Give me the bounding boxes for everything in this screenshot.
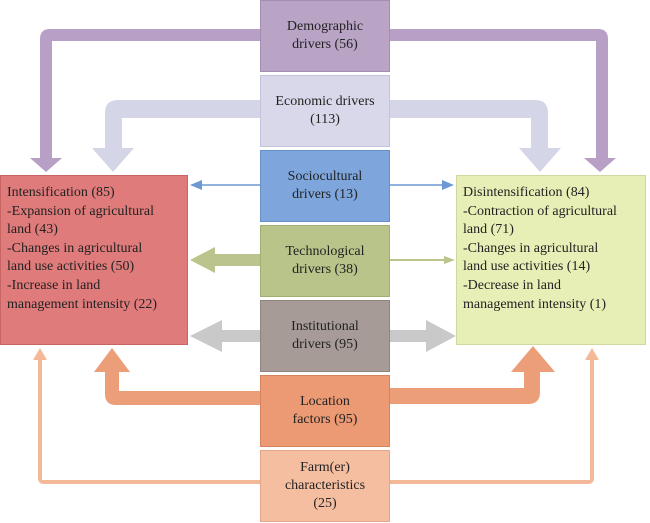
- institutional-drivers-line-2: drivers (95): [292, 337, 358, 352]
- economic-arrows: [92, 100, 561, 172]
- intensification-line-4: -Changes in agricultural: [7, 240, 143, 256]
- institutional-drivers-box: Institutional drivers (95): [260, 300, 390, 372]
- location-to-disintensification-arrow: [390, 346, 555, 404]
- intensification-box: Intensification (85) -Expansion of agric…: [0, 175, 188, 345]
- institutional-arrows: [190, 320, 456, 352]
- economic-to-disintensification-arrow: [390, 100, 561, 172]
- farmer-to-disintensification-arrow: [390, 348, 599, 484]
- farmer-characteristics-line-1: Farm(er): [300, 460, 350, 475]
- disintensification-title: Disintensification (84): [463, 185, 590, 200]
- location-factors-box: Location factors (95): [260, 375, 390, 447]
- demographic-drivers-line-2: drivers (56): [292, 37, 358, 52]
- institutional-to-intensification-arrow: [190, 320, 260, 352]
- technological-drivers-line-2: drivers (38): [292, 262, 358, 277]
- technological-to-disintensification-arrow: [390, 256, 455, 264]
- intensification-line-5: land use activities (50): [7, 259, 135, 275]
- sociocultural-drivers-box: Sociocultural drivers (13): [260, 150, 390, 222]
- demographic-drivers-box: Demographic drivers (56): [260, 0, 390, 72]
- technological-to-intensification-arrow: [190, 247, 260, 273]
- farmer-characteristics-box: Farm(er) characteristics (25): [260, 450, 390, 522]
- disintensification-box: Disintensification (84) -Contraction of …: [456, 175, 646, 345]
- economic-drivers-box: Economic drivers (113): [260, 75, 390, 147]
- economic-drivers-line-1: Economic drivers: [275, 94, 375, 109]
- intensification-title: Intensification (85): [7, 185, 115, 200]
- economic-to-intensification-arrow: [92, 100, 260, 172]
- intensification-line-3: land (43): [7, 222, 58, 238]
- sociocultural-drivers-line-1: Sociocultural: [287, 169, 363, 184]
- disintensification-line-2: -Contraction of agricultural: [463, 203, 617, 219]
- technological-arrows: [190, 247, 455, 273]
- intensification-line-2: -Expansion of agricultural: [7, 203, 154, 219]
- disintensification-line-4: -Changes in agricultural: [463, 240, 599, 256]
- farmer-to-intensification-arrow: [33, 348, 260, 484]
- economic-drivers-line-2: (113): [310, 112, 340, 127]
- location-arrows: [94, 346, 555, 405]
- sociocultural-to-intensification-arrow: [190, 180, 202, 190]
- location-factors-line-1: Location: [300, 394, 350, 409]
- institutional-to-disintensification-arrow: [390, 320, 456, 352]
- technological-drivers-line-1: Technological: [285, 244, 365, 259]
- farmer-characteristics-line-3: (25): [313, 496, 337, 511]
- intensification-line-7: management intensity (22): [7, 296, 158, 312]
- technological-drivers-box: Technological drivers (38): [260, 225, 390, 297]
- institutional-drivers-line-1: Institutional: [291, 319, 359, 334]
- location-to-intensification-arrow: [94, 348, 260, 405]
- sociocultural-arrows: [190, 180, 454, 190]
- disintensification-line-6: -Decrease in land: [463, 277, 561, 293]
- intensification-line-6: -Increase in land: [7, 277, 101, 293]
- farmer-characteristics-line-2: characteristics: [284, 478, 366, 493]
- disintensification-line-7: management intensity (1): [463, 296, 607, 312]
- sociocultural-drivers-line-2: drivers (13): [292, 187, 358, 202]
- disintensification-line-3: land (71): [463, 222, 514, 238]
- location-factors-line-2: factors (95): [292, 412, 358, 427]
- disintensification-line-5: land use activities (14): [463, 259, 591, 275]
- demographic-drivers-line-1: Demographic: [286, 19, 364, 34]
- sociocultural-to-disintensification-arrow: [442, 180, 454, 190]
